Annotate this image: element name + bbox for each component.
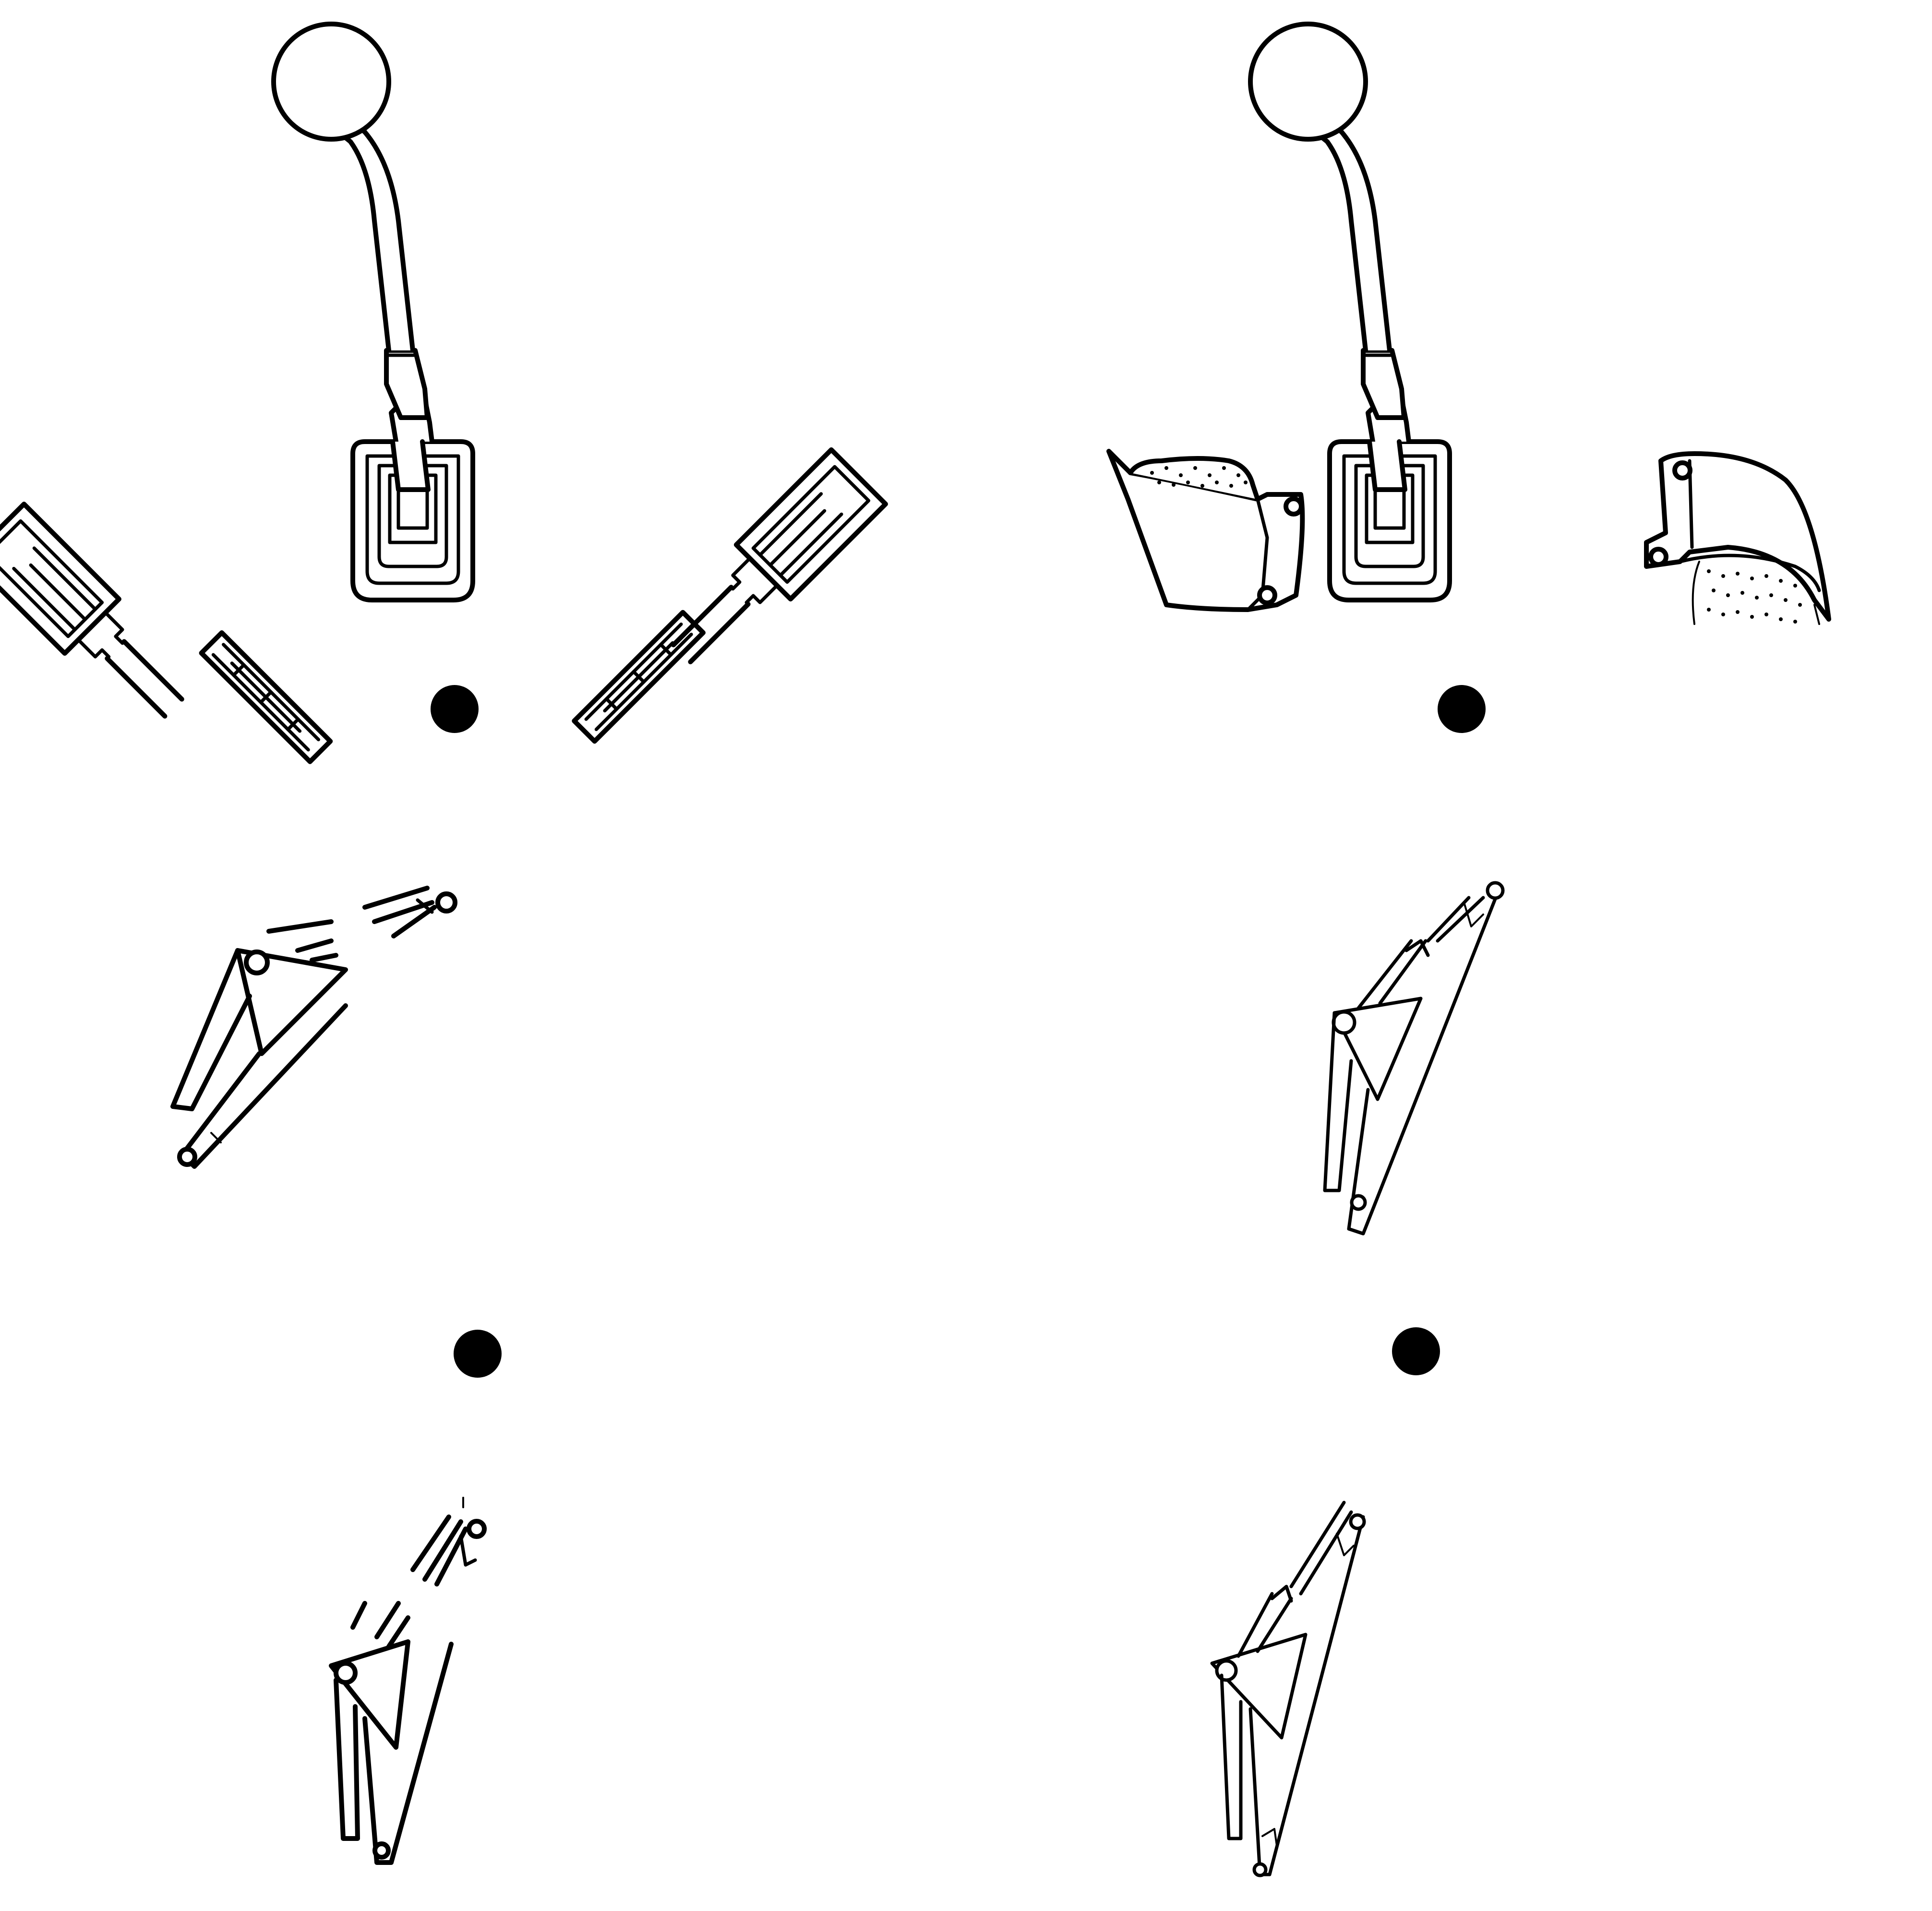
right-joystick-panel xyxy=(1106,24,1831,733)
joystick-lever-icon xyxy=(274,24,473,600)
boom-lower-icon xyxy=(1323,881,1505,1236)
pivot-marker xyxy=(454,1330,502,1378)
pivot-marker xyxy=(1438,685,1486,733)
left-joystick-panel xyxy=(0,24,888,764)
pivot-marker xyxy=(431,685,479,733)
pivot-marker xyxy=(1392,1327,1440,1375)
hydraulic-cylinder-retract-icon xyxy=(0,502,333,764)
arm-in-icon xyxy=(329,1497,487,1865)
hydraulic-cylinder-extend-icon xyxy=(572,447,888,744)
boom-raise-icon xyxy=(170,886,457,1169)
bucket-dump-icon xyxy=(1644,451,1831,625)
arm-out-icon xyxy=(1210,1501,1366,1877)
bucket-curl-icon xyxy=(1106,449,1305,612)
